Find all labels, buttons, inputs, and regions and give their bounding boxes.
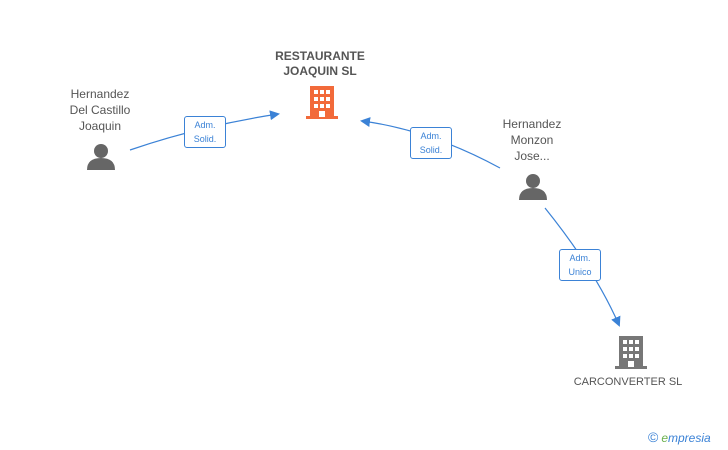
person-name-line: Monzon — [510, 133, 554, 147]
relation-badge[interactable]: Adm. Solid. — [410, 127, 452, 159]
company-name-line: CARCONVERTER SL — [573, 376, 683, 388]
company-name-carconverter[interactable]: CARCONVERTER SL — [568, 374, 688, 390]
person-name-line: Hernandez — [70, 87, 130, 101]
brand-initial: e — [661, 431, 669, 445]
brand-name: mpresia — [668, 431, 711, 445]
empresia-logo: ©empresia — [648, 429, 711, 447]
person-name-line: Del Castillo — [69, 103, 131, 117]
relation-role: Adm. — [420, 131, 442, 141]
person-name-left[interactable]: Hernandez Del Castillo Joaquin — [50, 86, 150, 134]
person-name-line: Hernandez — [502, 117, 562, 131]
company-name-line: JOAQUIN SL — [283, 64, 357, 78]
person-name-right[interactable]: Hernandez Monzon Jose... — [482, 116, 582, 164]
relation-badge[interactable]: Adm. Unico — [559, 249, 601, 281]
relation-type: Solid. — [193, 134, 217, 144]
building-icon[interactable] — [615, 336, 647, 369]
person-icon[interactable] — [87, 144, 115, 170]
person-name-line: Jose... — [514, 149, 550, 163]
company-name-line: RESTAURANTE — [275, 49, 365, 63]
relation-type: Unico — [568, 267, 592, 277]
company-name-restaurante[interactable]: RESTAURANTE JOAQUIN SL — [245, 49, 395, 79]
relation-badge[interactable]: Adm. Solid. — [184, 116, 226, 148]
building-icon[interactable] — [306, 86, 338, 119]
relation-role: Adm. — [569, 253, 591, 263]
relation-type: Solid. — [419, 145, 443, 155]
copyright-symbol: © — [648, 429, 659, 445]
relation-role: Adm. — [194, 120, 216, 130]
person-name-line: Joaquin — [78, 119, 122, 133]
person-icon[interactable] — [519, 174, 547, 200]
